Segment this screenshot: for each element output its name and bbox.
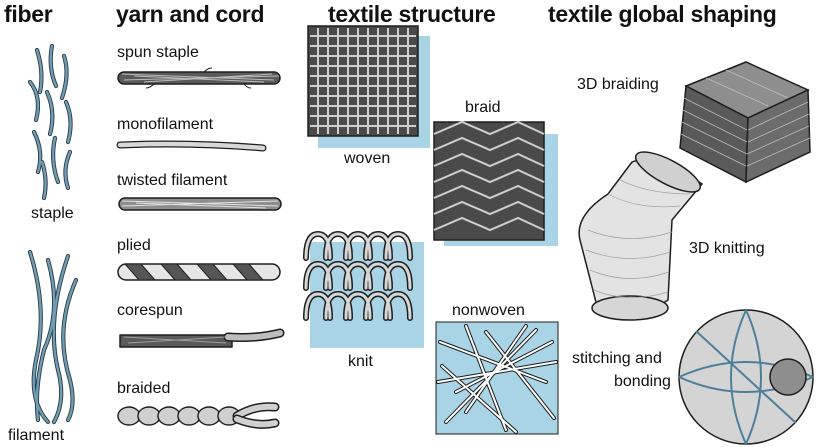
- yarn-label-corespun: corespun: [117, 302, 183, 319]
- twisted-filament-yarn: [118, 197, 282, 211]
- yarn-label-monofilament: monofilament: [117, 116, 214, 133]
- braiding-3d-cube: [679, 61, 811, 184]
- header-yarn-and-cord: yarn and cord: [116, 1, 265, 27]
- structure-label-woven: woven: [344, 150, 391, 167]
- structure-label-braid: braid: [465, 99, 501, 116]
- shaping-label-stitching-line2: bonding: [614, 373, 671, 390]
- monofilament-yarn: [116, 140, 267, 152]
- plied-yarn: [117, 263, 281, 281]
- braided-yarn: [117, 402, 280, 429]
- structure-label-knit: knit: [348, 353, 373, 370]
- stitched-ball: [678, 309, 814, 445]
- header-fiber: fiber: [4, 1, 53, 27]
- staple-fibers-illustration: [27, 43, 73, 201]
- header-textile-global-shaping: textile global shaping: [548, 1, 777, 27]
- woven-structure: [307, 25, 430, 148]
- shaping-label-stitching-line1: stitching and: [572, 350, 662, 367]
- yarn-label-twisted-filament: twisted filament: [117, 172, 228, 189]
- fiber-label-filament: filament: [8, 427, 65, 444]
- yarn-label-braided: braided: [117, 380, 171, 397]
- yarn-label-plied: plied: [117, 237, 151, 254]
- fiber-label-staple: staple: [31, 205, 74, 222]
- corespun-yarn: [119, 328, 285, 348]
- structure-label-nonwoven: nonwoven: [452, 302, 525, 319]
- shaping-label-3d-knitting: 3D knitting: [689, 240, 765, 257]
- spun-staple-yarn: [117, 67, 281, 89]
- nonwoven-structure: [435, 321, 559, 435]
- yarn-label-spun-staple: spun staple: [117, 44, 199, 61]
- knitting-3d-tube: [578, 151, 704, 321]
- header-textile-structure: textile structure: [328, 1, 496, 27]
- filament-fibers-illustration: [27, 249, 79, 425]
- shaping-label-3d-braiding: 3D braiding: [577, 76, 659, 93]
- knit-structure: [303, 230, 424, 348]
- braid-structure: [433, 120, 558, 246]
